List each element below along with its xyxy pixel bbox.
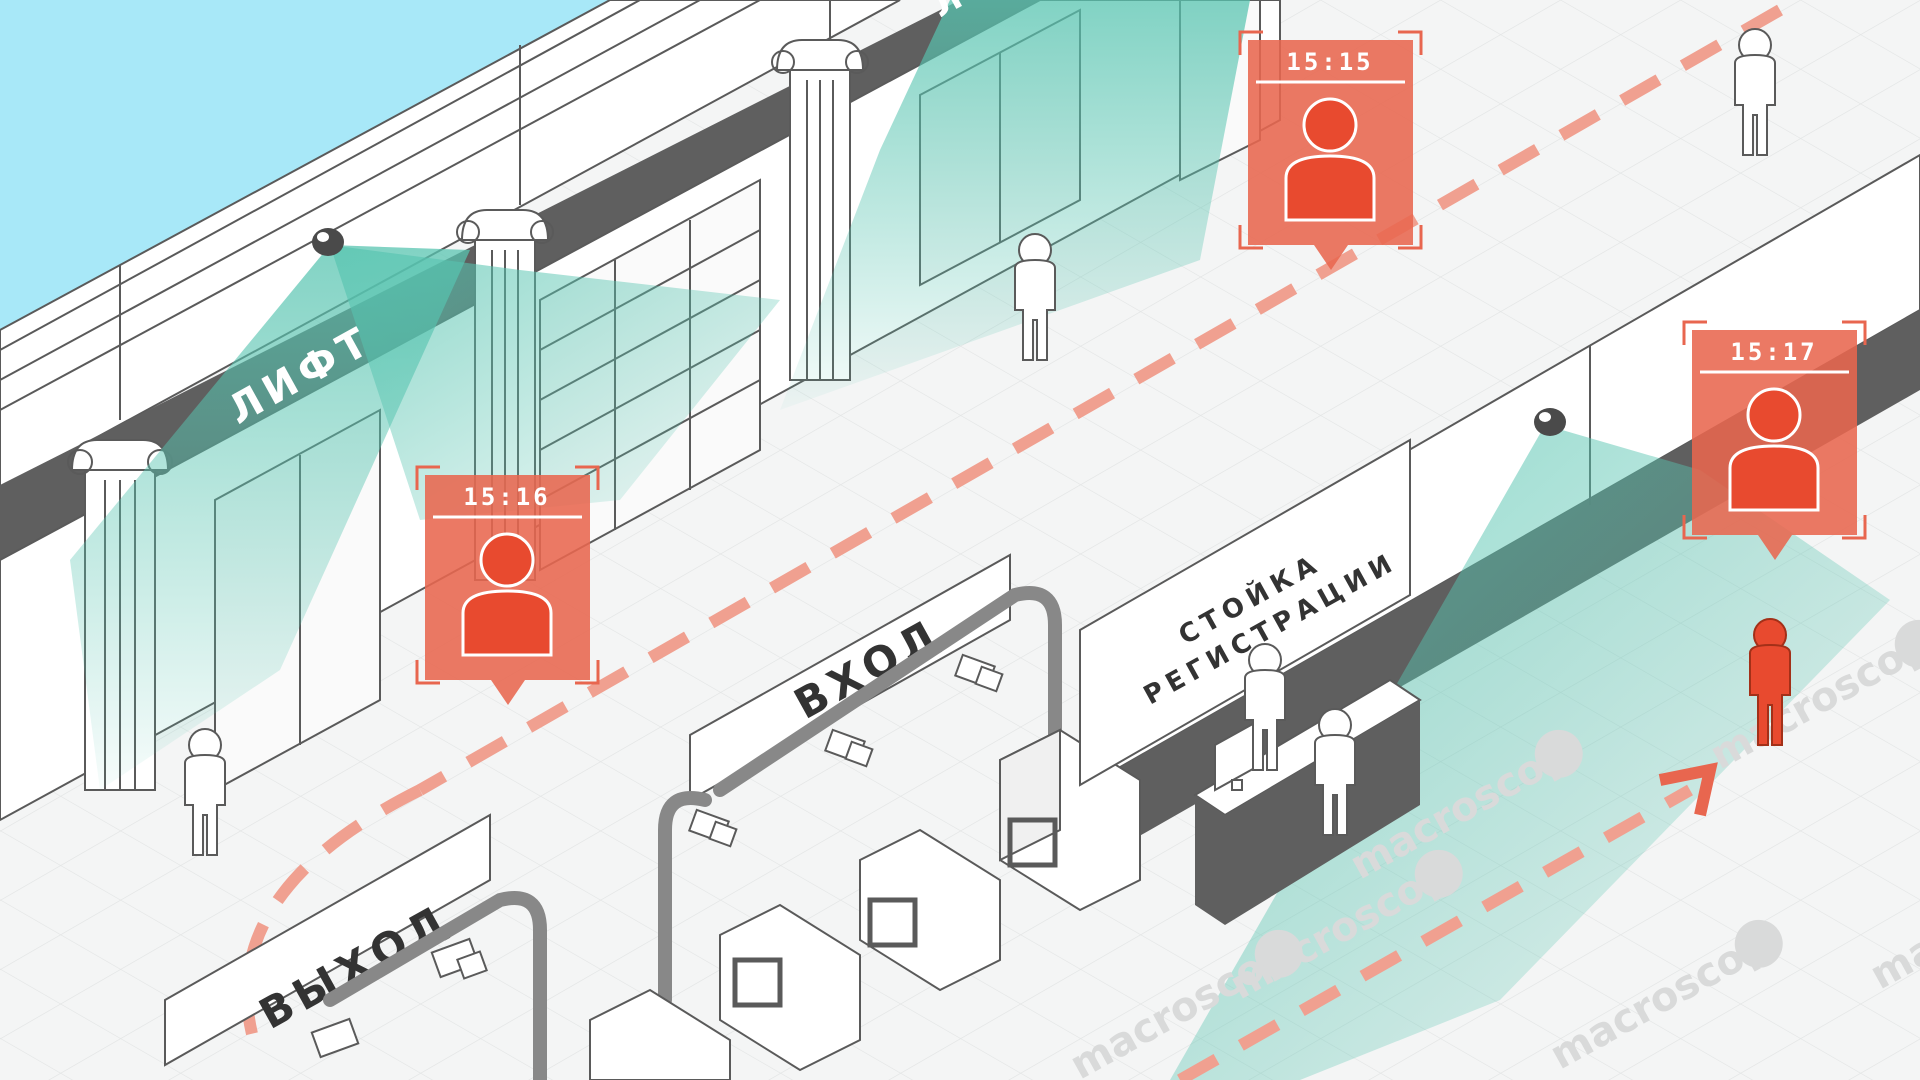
ceiling-camera-3 <box>953 653 1004 693</box>
walking-path-main <box>417 4 1783 796</box>
detection-time: 15:16 <box>463 483 550 511</box>
detection-time: 15:15 <box>1286 48 1373 76</box>
upper-wall-lines <box>0 0 831 420</box>
reception-desk-front <box>1195 795 1225 925</box>
focus-brackets <box>1238 30 1423 250</box>
ceiling-camera-2 <box>823 728 874 768</box>
camera-cone-2 <box>330 245 780 520</box>
camera-cone-3 <box>780 0 1250 410</box>
exit-sign-board <box>164 813 491 1067</box>
exit-camera-2 <box>310 1017 360 1059</box>
walking-path-right <box>1177 784 1693 1080</box>
detection-markers: 15:15 15:16 15:17 <box>415 30 1867 705</box>
dome-camera-1 <box>312 228 344 256</box>
detection-marker: 15:15 <box>1238 30 1423 270</box>
detection-marker: 15:16 <box>415 465 600 705</box>
person-icon <box>1014 233 1056 361</box>
ceiling-camera-1 <box>687 808 738 848</box>
entrance-sign-board <box>689 553 1011 802</box>
person-icon <box>1734 28 1776 156</box>
person-silhouette-icon <box>461 532 553 657</box>
watermark-badge-icon <box>1414 849 1463 898</box>
focus-brackets <box>1682 320 1867 540</box>
people-layer <box>184 28 1791 856</box>
tracked-person-icon <box>1749 618 1791 746</box>
detection-marker: 15:17 <box>1682 320 1867 560</box>
person-silhouette-icon <box>1284 97 1376 222</box>
entrance-arch <box>658 586 1062 1007</box>
dome-camera-2 <box>1534 408 1566 436</box>
watermark-badge-icon <box>1734 919 1783 968</box>
reception-sign-board <box>1079 438 1411 787</box>
turnstiles <box>589 728 1141 1080</box>
watermark-badge-icon <box>1894 619 1920 668</box>
person-icon <box>1314 708 1356 836</box>
camera-cone-4 <box>1170 425 1890 1080</box>
exit-arch <box>323 891 547 1080</box>
person-silhouette-icon <box>1728 387 1820 512</box>
focus-brackets <box>415 465 600 685</box>
exit-camera-1 <box>430 937 488 980</box>
watermark-badge-icon <box>1534 729 1583 778</box>
watermark-badge-icon <box>1254 929 1303 978</box>
person-icon <box>1244 643 1286 771</box>
upper-wall <box>0 0 901 492</box>
detection-time: 15:17 <box>1730 338 1817 366</box>
person-icon <box>184 728 226 856</box>
path-arrow-icon <box>1658 762 1718 817</box>
camera-cone-1 <box>70 245 470 790</box>
